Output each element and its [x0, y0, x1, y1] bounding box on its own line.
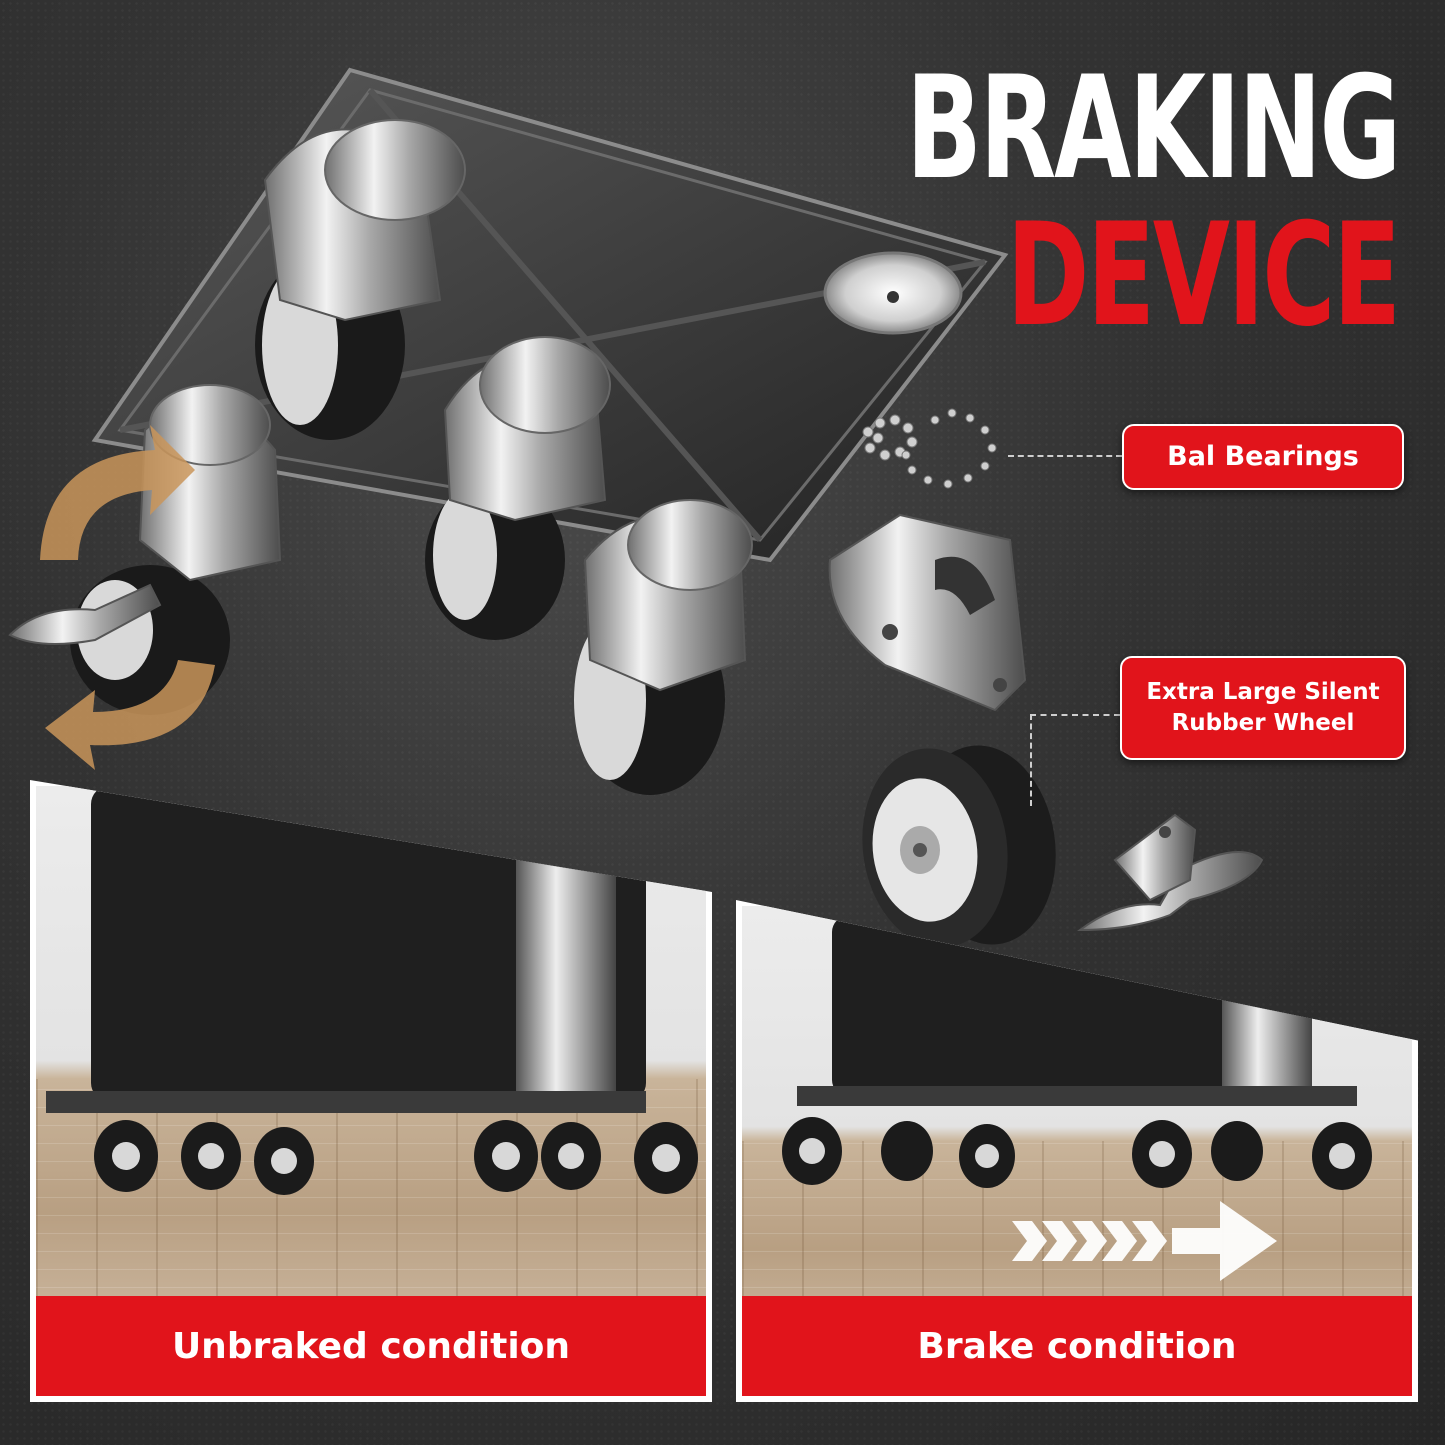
- rubber-wheel-callout-line-1: Extra Large Silent: [1146, 678, 1380, 705]
- ball-bearings: [862, 408, 997, 489]
- rubber-wheel-callout: Extra Large Silent Rubber Wheel: [1120, 656, 1406, 760]
- caster-wheel: [574, 499, 753, 795]
- unbraked-caption: Unbraked condition: [36, 1296, 706, 1396]
- ball-bearings-callout: Bal Bearings: [1122, 424, 1404, 490]
- rubber-wheel-part: [862, 745, 1056, 948]
- bearings-leader-line: [1008, 455, 1122, 457]
- brake-caption: Brake condition: [742, 1296, 1412, 1396]
- rubber-wheel-callout-line-2: Rubber Wheel: [1171, 710, 1355, 736]
- rotate-arrows-icon: [40, 425, 215, 770]
- unbraked-condition-panel: Unbraked condition: [30, 780, 712, 1402]
- brake-pedal-part: [1076, 813, 1264, 932]
- wheel-leader-line-vertical: [1030, 714, 1032, 806]
- headline-line-1: BRAKING: [906, 46, 1401, 211]
- wheel-leader-line: [1030, 714, 1120, 716]
- caster-wheel: [425, 336, 611, 640]
- caster-wheel: [255, 119, 466, 440]
- headline-line-2: DEVICE: [1006, 193, 1402, 358]
- caster-wheel-with-brake: [8, 384, 282, 715]
- motion-arrow-icon: [1012, 1201, 1277, 1281]
- caster-fork-part: [828, 513, 1027, 712]
